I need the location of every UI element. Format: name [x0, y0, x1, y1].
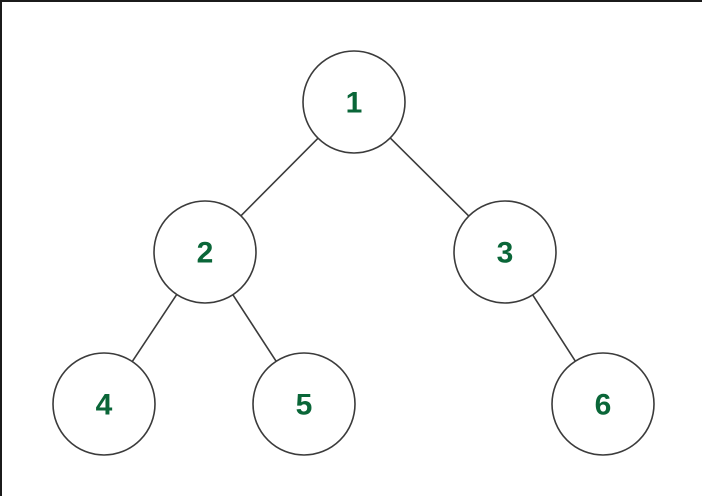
tree-node-label-6: 6	[595, 389, 612, 422]
tree-node-circle-4[interactable]	[52, 352, 156, 456]
tree-edge-1-3	[389, 137, 470, 217]
tree-node-circle-5[interactable]	[252, 352, 356, 456]
tree-node-2[interactable]: 2	[153, 200, 257, 304]
tree-node-label-1: 1	[346, 87, 363, 120]
tree-node-1[interactable]: 1	[302, 50, 406, 154]
tree-edge-2-4	[131, 293, 178, 363]
tree-edge-2-5	[232, 293, 277, 363]
tree-node-3[interactable]: 3	[453, 200, 557, 304]
tree-node-5[interactable]: 5	[252, 352, 356, 456]
tree-node-label-2: 2	[197, 237, 214, 270]
tree-node-circle-3[interactable]	[453, 200, 557, 304]
tree-node-circle-6[interactable]	[551, 352, 655, 456]
tree-edge-1-2	[240, 137, 319, 217]
tree-node-circle-2[interactable]	[153, 200, 257, 304]
tree-node-label-3: 3	[497, 237, 514, 270]
tree-node-6[interactable]: 6	[551, 352, 655, 456]
edge-layer	[131, 137, 577, 363]
tree-edge-3-6	[531, 294, 577, 362]
tree-node-4[interactable]: 4	[52, 352, 156, 456]
node-layer: 1 2 3 4 5 6	[52, 50, 655, 456]
tree-node-label-5: 5	[296, 389, 313, 422]
tree-node-circle-1[interactable]	[302, 50, 406, 154]
tree-node-label-4: 4	[96, 389, 113, 422]
